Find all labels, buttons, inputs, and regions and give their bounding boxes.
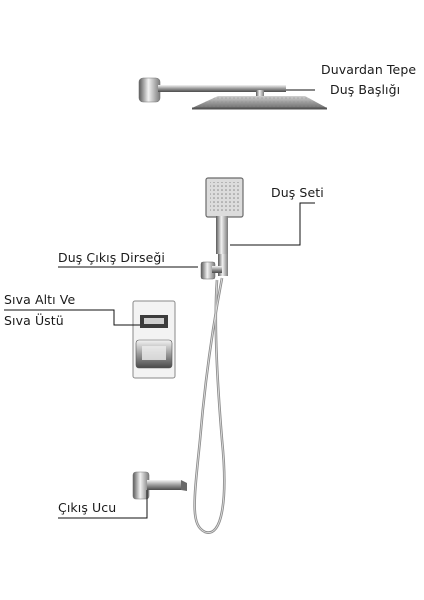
shower-hose	[193, 277, 226, 534]
label-shower-set: Duş Seti	[271, 185, 324, 200]
bath-spout	[132, 471, 187, 500]
leader-shower-set	[230, 202, 315, 246]
label-outlet-elbow: Duş Çıkış Dirseği	[58, 250, 165, 265]
leader-lines	[4, 89, 315, 519]
outlet-elbow	[200, 261, 222, 280]
leader-mixer	[4, 309, 140, 326]
mixer-valve	[132, 300, 176, 379]
label-spout: Çıkış Ucu	[58, 500, 117, 515]
leader-spout	[58, 490, 148, 519]
label-mixer-line2: Sıva Üstü	[4, 313, 64, 328]
wall-shower-arm	[138, 77, 286, 103]
hand-shower	[205, 177, 244, 276]
label-mixer-line1: Sıva Altı Ve	[4, 292, 76, 307]
label-wall-shower-line2: Duş Başlığı	[330, 82, 401, 97]
label-wall-shower-line1: Duvardan Tepe	[321, 62, 417, 77]
shower-head	[192, 96, 327, 110]
